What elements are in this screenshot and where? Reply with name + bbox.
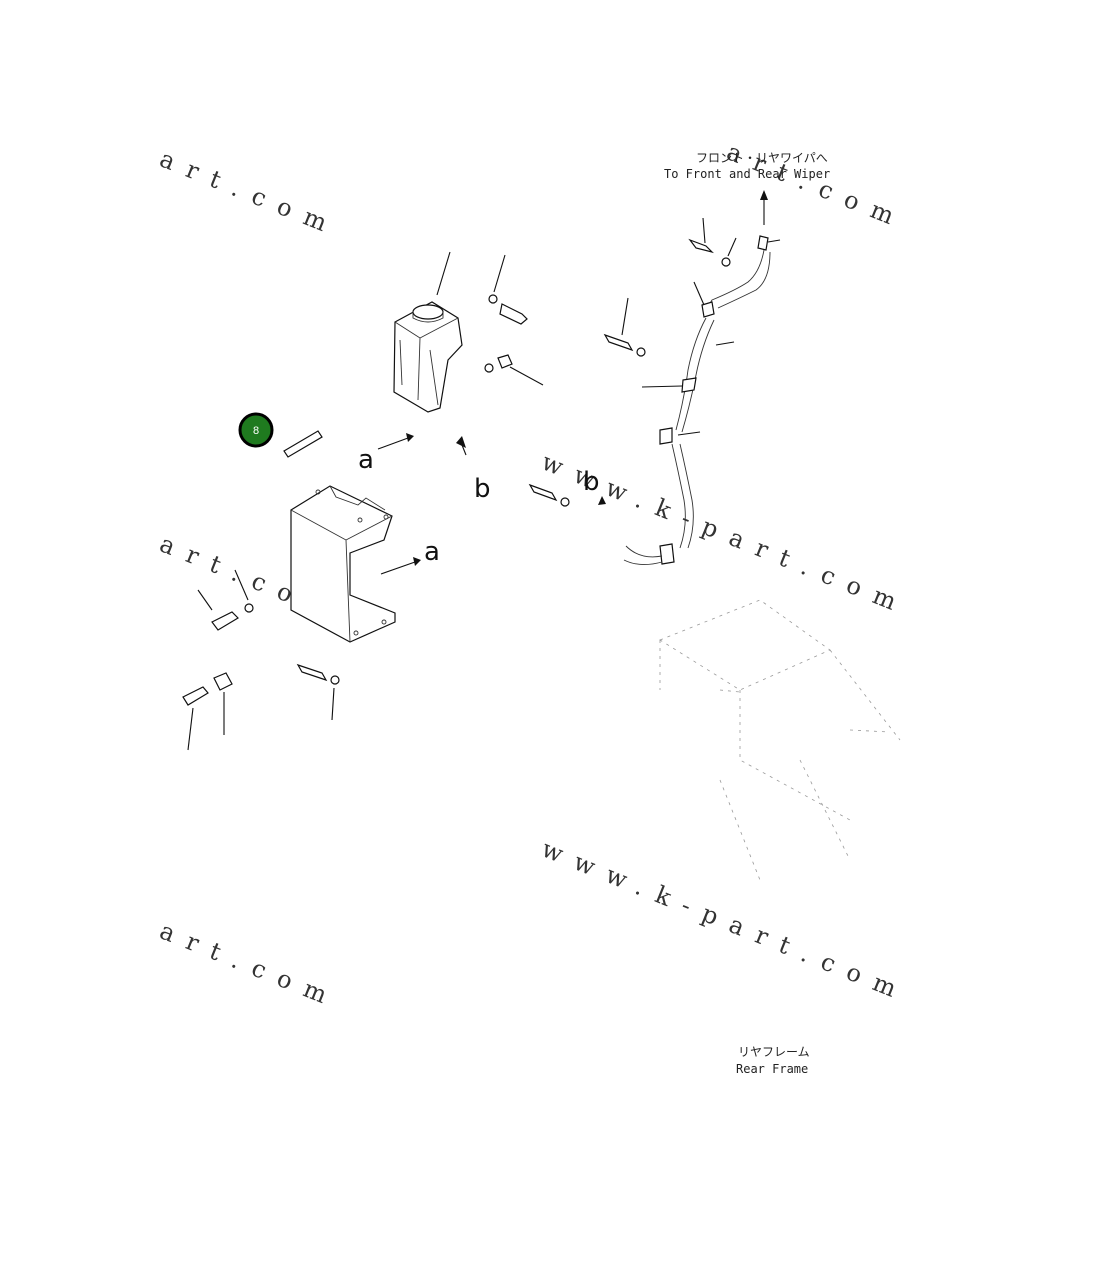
wiper-label-jp: フロント・リヤワイパへ [696,151,828,165]
view-label-a-upper: a [358,445,374,475]
callout-number: 8 [253,425,259,437]
green-circle-callout-icon[interactable] [238,412,274,448]
watermark-lower-right: www.k-part.com [538,835,914,1008]
washer-tank [393,251,463,413]
washer-hose [603,217,781,565]
watermark-top-left: art.com [156,145,344,243]
watermark-lower-left: art.com [156,917,344,1015]
tank-bolts [484,254,544,386]
view-arrow-a-lower: a [380,537,440,575]
view-label-b-right: b [583,467,600,497]
view-label-b-left: b [474,474,491,504]
pin-part [283,430,323,458]
lower-bolts [182,569,340,751]
mid-bolts: b [528,467,606,507]
wiper-label: フロント・リヤワイパへ To Front and Rear Wiper [664,151,830,225]
rear-frame-label-jp: リヤフレーム [738,1045,810,1059]
view-arrow-a-upper: a [358,433,414,475]
view-arrow-b: b [456,436,491,504]
tank-bracket [290,485,396,643]
rear-frame-sketch [659,599,901,881]
callout-8[interactable]: 8 [238,412,274,448]
watermarks: art.com art.com art.com art.com www.k-pa… [156,138,914,1015]
wiper-label-en: To Front and Rear Wiper [664,167,830,181]
view-label-a-lower: a [424,537,440,567]
rear-frame-label-en: Rear Frame [736,1062,808,1076]
rear-frame-label: リヤフレーム Rear Frame [736,1045,810,1076]
